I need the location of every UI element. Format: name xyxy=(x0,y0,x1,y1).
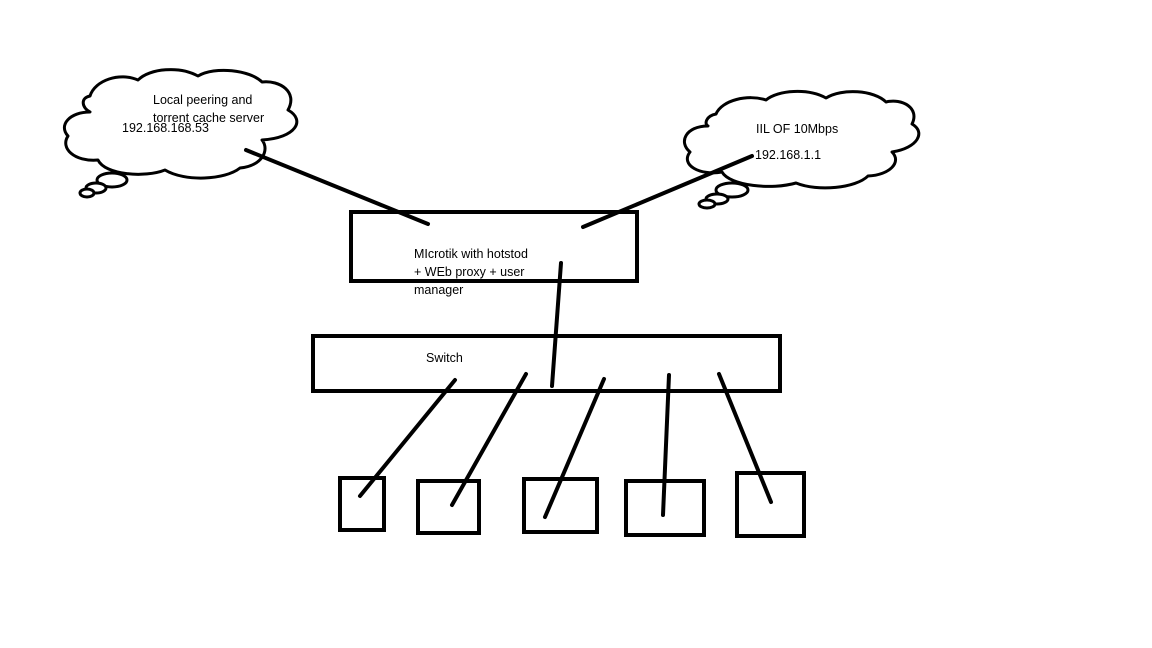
switch-to-client-link xyxy=(543,377,606,519)
left-cloud-to-router-link xyxy=(244,148,430,226)
router-to-switch-link xyxy=(550,261,563,388)
switch-to-client-link xyxy=(717,372,773,504)
client-box xyxy=(735,471,806,538)
switch-to-client-link xyxy=(358,378,457,498)
left-cloud-ip: 192.168.168.53 xyxy=(122,121,209,135)
router-label: MIcrotik with hotstod + WEb proxy + user… xyxy=(414,247,528,297)
left-cloud-title: Local peering and torrent cache server xyxy=(153,93,265,125)
left-cloud-shape xyxy=(62,68,299,180)
right-cloud-bubble-tiny xyxy=(697,198,717,210)
left-cloud-bubble xyxy=(95,171,129,189)
right-cloud-title: IIL OF 10Mbps xyxy=(756,122,839,136)
right-cloud-to-router-link xyxy=(581,154,754,229)
client-box xyxy=(522,477,599,534)
right-cloud-bubble xyxy=(714,181,750,199)
switch-box xyxy=(311,334,782,393)
client-box xyxy=(338,476,386,532)
switch-to-client-link xyxy=(450,372,528,507)
left-cloud-bubble-tiny xyxy=(78,187,96,199)
router-box xyxy=(349,210,639,283)
right-cloud-ip: 192.168.1.1 xyxy=(755,148,822,162)
right-cloud-shape xyxy=(683,89,921,190)
client-box xyxy=(416,479,481,535)
switch-label: Switch xyxy=(426,351,463,365)
switch-to-client-link xyxy=(661,373,671,517)
